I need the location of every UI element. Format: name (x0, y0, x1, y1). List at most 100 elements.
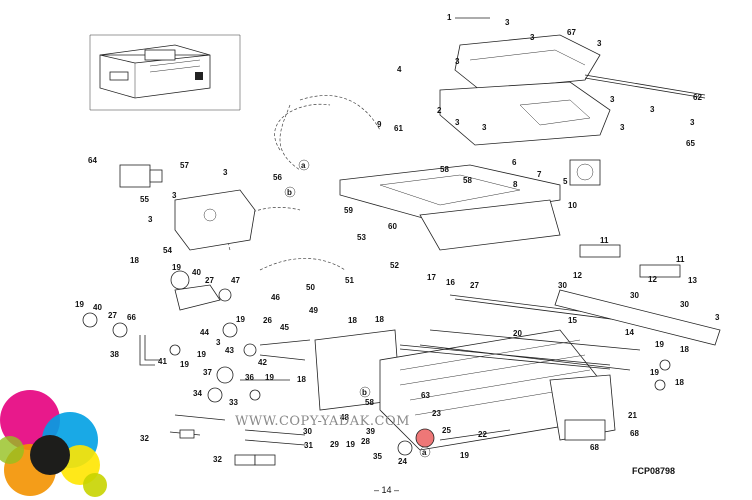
label-62: 62 (693, 93, 702, 102)
label-19: 19 (180, 360, 189, 369)
label-15: 15 (568, 316, 577, 325)
label-30: 30 (303, 427, 312, 436)
label-3: 3 (455, 57, 460, 66)
label-3: 3 (610, 95, 615, 104)
label-55: 55 (140, 195, 149, 204)
label-8: 8 (513, 180, 518, 189)
label-14: 14 (625, 328, 634, 337)
label-4: 4 (397, 65, 402, 74)
svg-text:b: b (362, 388, 367, 397)
label-26: 26 (263, 316, 272, 325)
label-33: 33 (229, 398, 238, 407)
label-28: 28 (361, 437, 370, 446)
label-2: 2 (437, 106, 442, 115)
label-12: 12 (648, 275, 657, 284)
label-3: 3 (650, 105, 655, 114)
label-13: 13 (688, 276, 697, 285)
label-60: 60 (388, 222, 397, 231)
label-40: 40 (192, 268, 201, 277)
label-27: 27 (470, 281, 479, 290)
label-58: 58 (440, 165, 449, 174)
label-3: 3 (530, 33, 535, 42)
label-20: 20 (513, 329, 522, 338)
label-50: 50 (306, 283, 315, 292)
label-19: 19 (265, 373, 274, 382)
svg-text:a: a (422, 448, 427, 457)
transport-body (314, 294, 651, 451)
label-18: 18 (680, 345, 689, 354)
label-18: 18 (375, 315, 384, 324)
label-32: 32 (140, 434, 149, 443)
label-10: 10 (568, 201, 577, 210)
label-42: 42 (258, 358, 267, 367)
label-3: 3 (505, 18, 510, 27)
label-45: 45 (280, 323, 289, 332)
label-37: 37 (203, 368, 212, 377)
label-3: 3 (715, 313, 720, 322)
label-66: 66 (127, 313, 136, 322)
label-51: 51 (345, 276, 354, 285)
label-53: 53 (357, 233, 366, 242)
label-64: 64 (88, 156, 97, 165)
label-40: 40 (93, 303, 102, 312)
label-35: 35 (373, 452, 382, 461)
label-16: 16 (446, 278, 455, 287)
label-19: 19 (172, 263, 181, 272)
label-61: 61 (394, 124, 403, 133)
label-27: 27 (108, 311, 117, 320)
label-3: 3 (690, 118, 695, 127)
label-29: 29 (330, 440, 339, 449)
label-39: 39 (366, 427, 375, 436)
label-11: 11 (600, 236, 609, 245)
label-63: 63 (421, 391, 430, 400)
label-58: 58 (365, 398, 374, 407)
label-3: 3 (172, 191, 177, 200)
label-9: 9 (377, 120, 382, 129)
label-58: 58 (463, 176, 472, 185)
label-47: 47 (231, 276, 240, 285)
watermark-text: WWW.COPY-YADAK.COM (235, 414, 410, 429)
label-30: 30 (558, 281, 567, 290)
label-11: 11 (676, 255, 685, 264)
label-17: 17 (427, 273, 436, 282)
label-43: 43 (225, 346, 234, 355)
label-23: 23 (432, 409, 441, 418)
label-27: 27 (205, 276, 214, 285)
callout-markers: a b b a (284, 159, 431, 458)
label-19: 19 (75, 300, 84, 309)
left-side-parts (82, 164, 311, 403)
label-67: 67 (567, 28, 576, 37)
label-46: 46 (271, 293, 280, 302)
main-frame (339, 159, 601, 251)
watermark-logo (0, 390, 107, 497)
svg-text:a: a (301, 161, 306, 170)
label-12: 12 (573, 271, 582, 280)
label-68: 68 (630, 429, 639, 438)
label-1: 1 (447, 13, 452, 22)
label-68: 68 (590, 443, 599, 452)
label-18: 18 (130, 256, 139, 265)
label-18: 18 (348, 316, 357, 325)
label-3: 3 (455, 118, 460, 127)
label-3: 3 (597, 39, 602, 48)
label-19: 19 (655, 340, 664, 349)
label-19: 19 (460, 451, 469, 460)
figure-code: FCP08798 (632, 466, 675, 476)
label-3: 3 (223, 168, 228, 177)
label-3: 3 (216, 338, 221, 347)
label-19: 19 (650, 368, 659, 377)
label-38: 38 (110, 350, 119, 359)
label-57: 57 (180, 161, 189, 170)
label-18: 18 (297, 375, 306, 384)
label-19: 19 (197, 350, 206, 359)
label-7: 7 (537, 170, 542, 179)
svg-text:b: b (287, 188, 292, 197)
page-number: – 14 – (374, 485, 399, 495)
printer-inset (89, 34, 241, 111)
label-31: 31 (304, 441, 313, 450)
label-30: 30 (630, 291, 639, 300)
label-44: 44 (200, 328, 209, 337)
top-cover-assembly (439, 17, 706, 146)
